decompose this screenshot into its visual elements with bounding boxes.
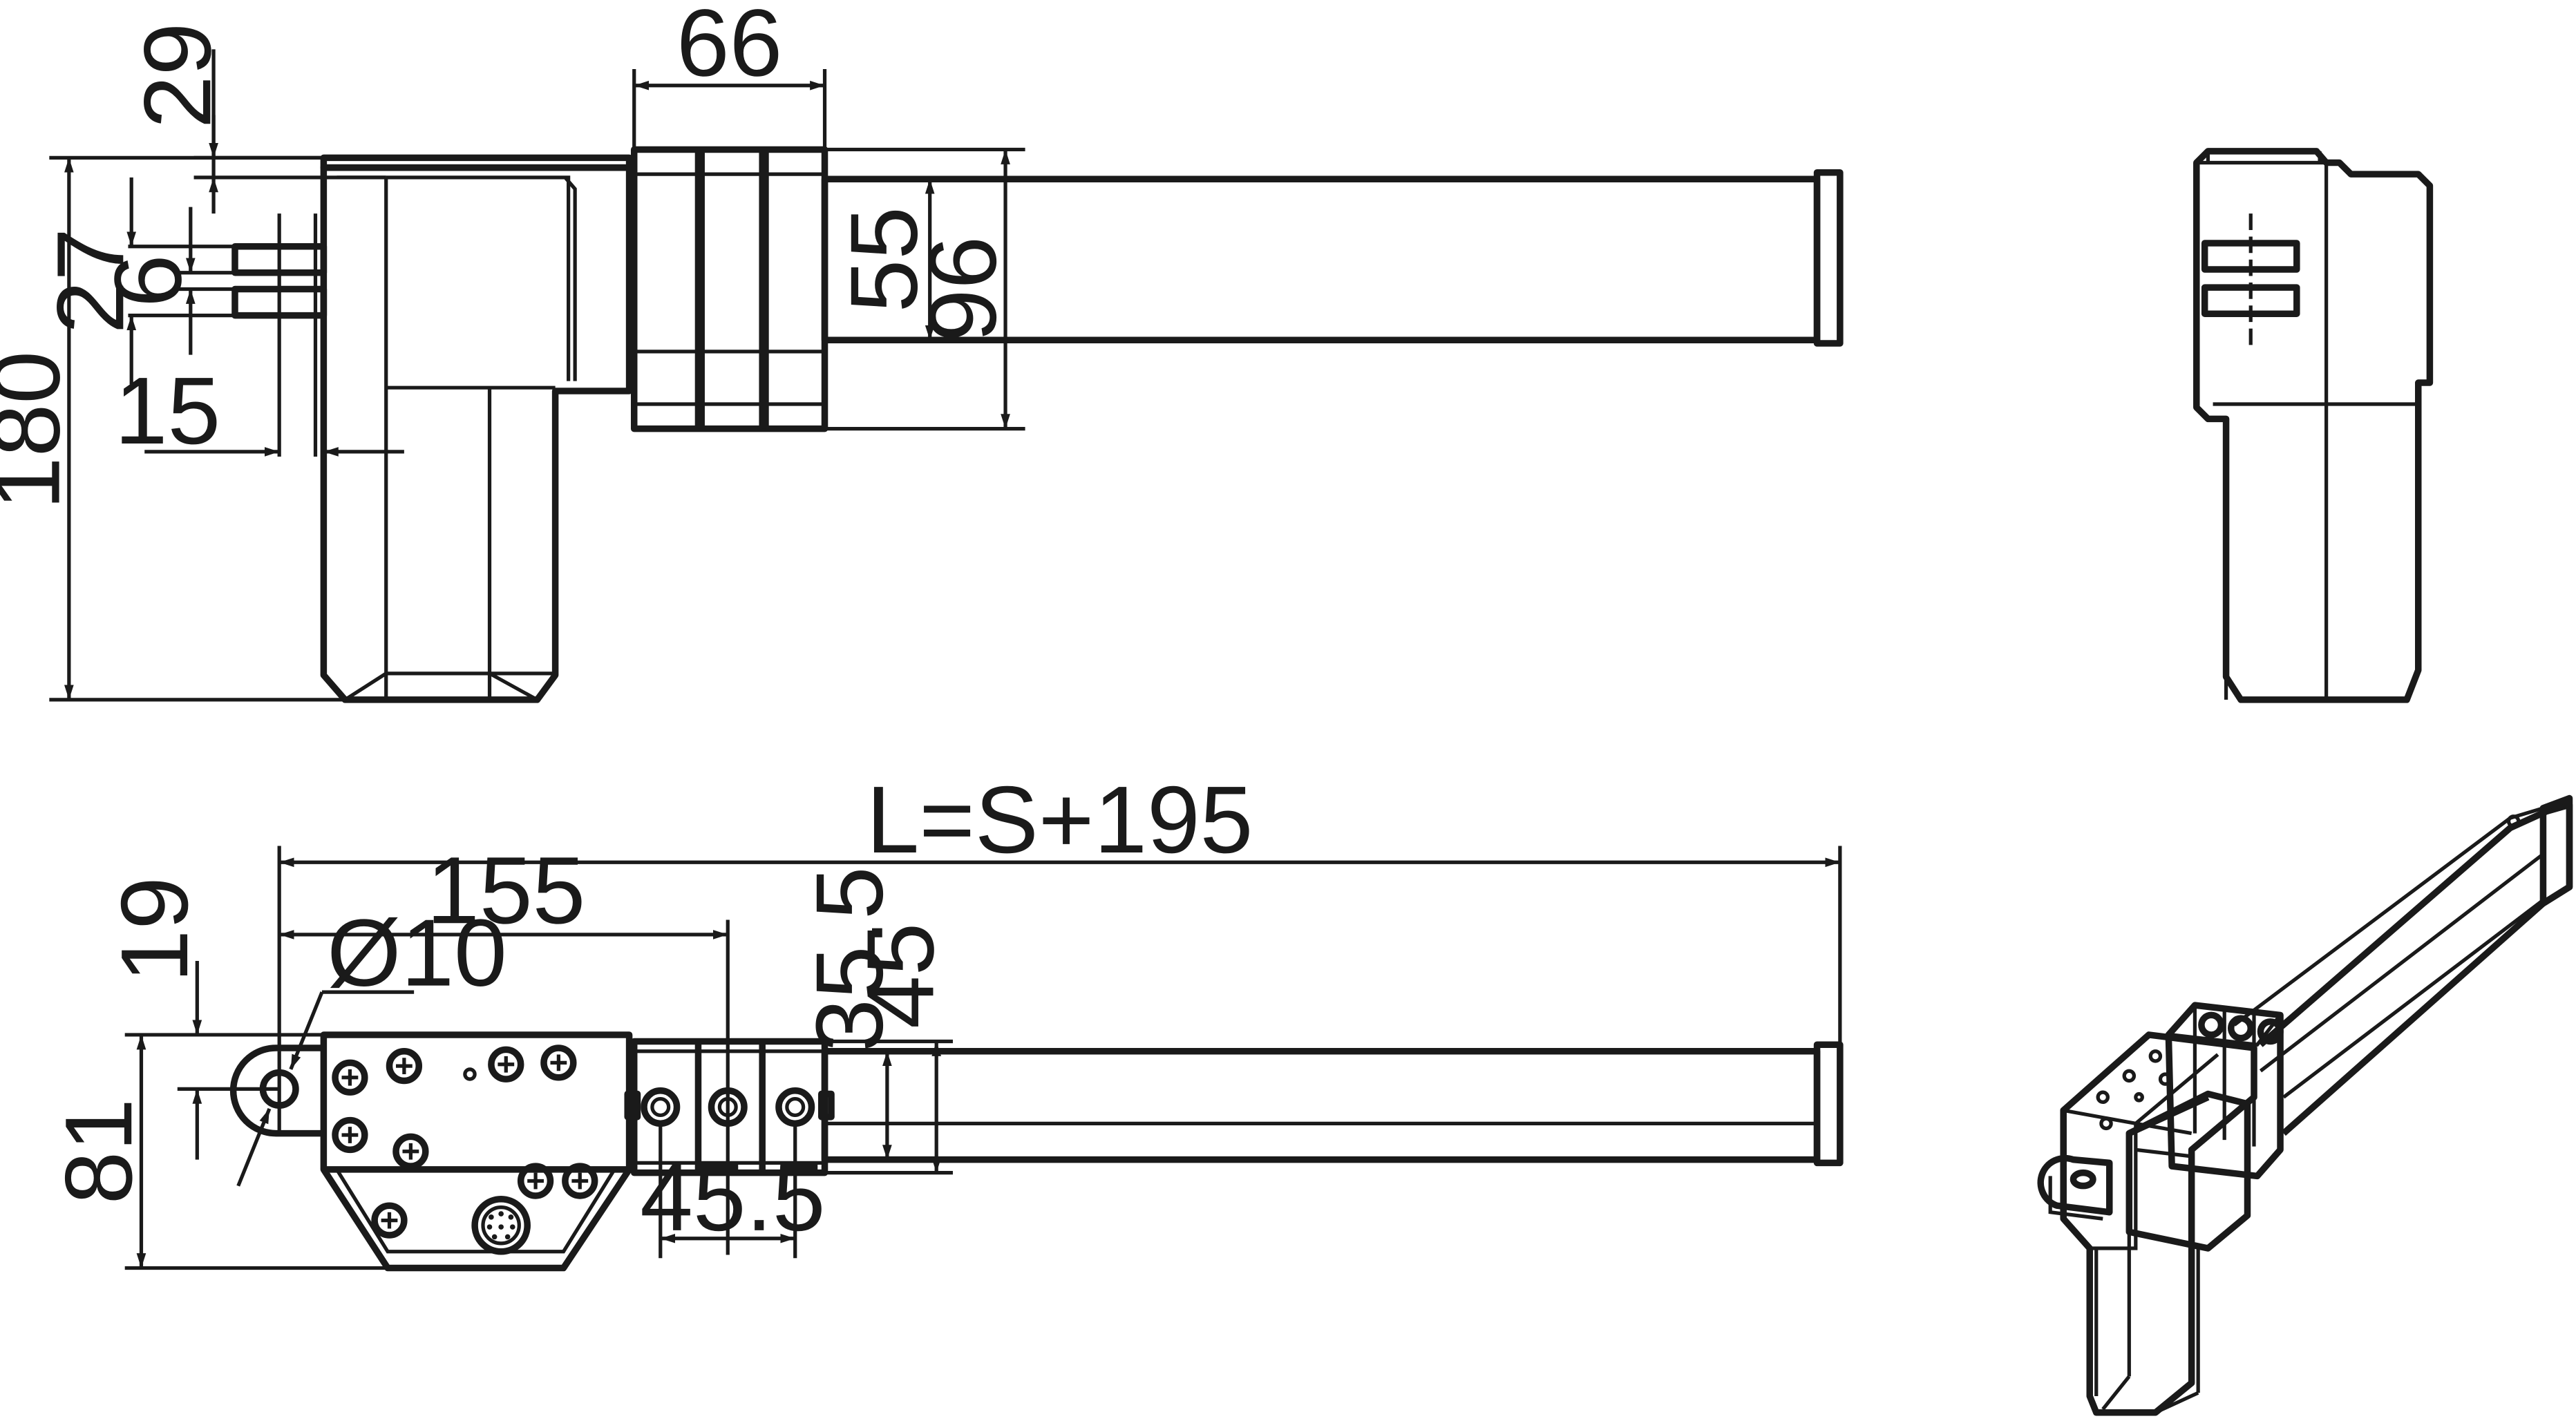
iso-clamp xyxy=(2165,1002,2284,1180)
screw-4 xyxy=(540,1045,577,1081)
front-view-dimensions: 66 29 27 6 55 96 180 15 xyxy=(0,0,1025,702)
actuator-rod xyxy=(821,169,1844,347)
front-view xyxy=(231,146,1844,703)
plan-view-dimensions: L=S+195 155 Ø10 19 81 35.5 45 45.5 xyxy=(46,767,1842,1270)
connector-pins xyxy=(231,213,328,457)
dim-6: 6 xyxy=(95,254,202,307)
dim-66: 66 xyxy=(676,0,782,96)
iso-housing xyxy=(2060,1031,2257,1416)
screw-1 xyxy=(332,1059,368,1096)
screws xyxy=(332,1045,598,1239)
screw-5 xyxy=(332,1116,368,1154)
dim-55: 55 xyxy=(831,207,938,312)
dim-15: 15 xyxy=(115,358,220,464)
clamp-bolt-3 xyxy=(775,1087,815,1127)
clamp-bolt-1 xyxy=(641,1087,681,1127)
screw-6 xyxy=(392,1133,429,1170)
dim-27: 27 xyxy=(37,228,144,334)
dim-45: 45 xyxy=(847,923,954,1029)
dim-35-5: 35.5 xyxy=(797,866,903,1051)
screw-3 xyxy=(488,1046,524,1083)
dim-19: 19 xyxy=(102,877,208,982)
iso-eyelet xyxy=(2037,1154,2113,1221)
clamp-block xyxy=(630,146,828,432)
screw-2 xyxy=(386,1047,423,1085)
iso-rod xyxy=(2233,794,2573,1136)
screw-7 xyxy=(517,1163,554,1199)
dim-diameter-10: Ø10 xyxy=(327,900,507,1007)
screw-8 xyxy=(562,1163,598,1199)
dim-length: L=S+195 xyxy=(866,767,1253,873)
screw-9 xyxy=(371,1202,408,1239)
dim-180: 180 xyxy=(0,351,80,510)
isometric-view xyxy=(2037,794,2573,1416)
plan-view xyxy=(229,1031,1844,1272)
motor-housing xyxy=(320,154,633,703)
actuator-rod-plan xyxy=(821,1041,1844,1167)
dim-81: 81 xyxy=(46,1098,152,1204)
dim-45-5: 45.5 xyxy=(640,1145,825,1251)
dim-155: 155 xyxy=(426,837,585,944)
dim-29: 29 xyxy=(124,23,231,128)
dim-96: 96 xyxy=(910,236,1016,342)
round-connector xyxy=(471,1195,531,1255)
side-view xyxy=(2193,148,2434,703)
